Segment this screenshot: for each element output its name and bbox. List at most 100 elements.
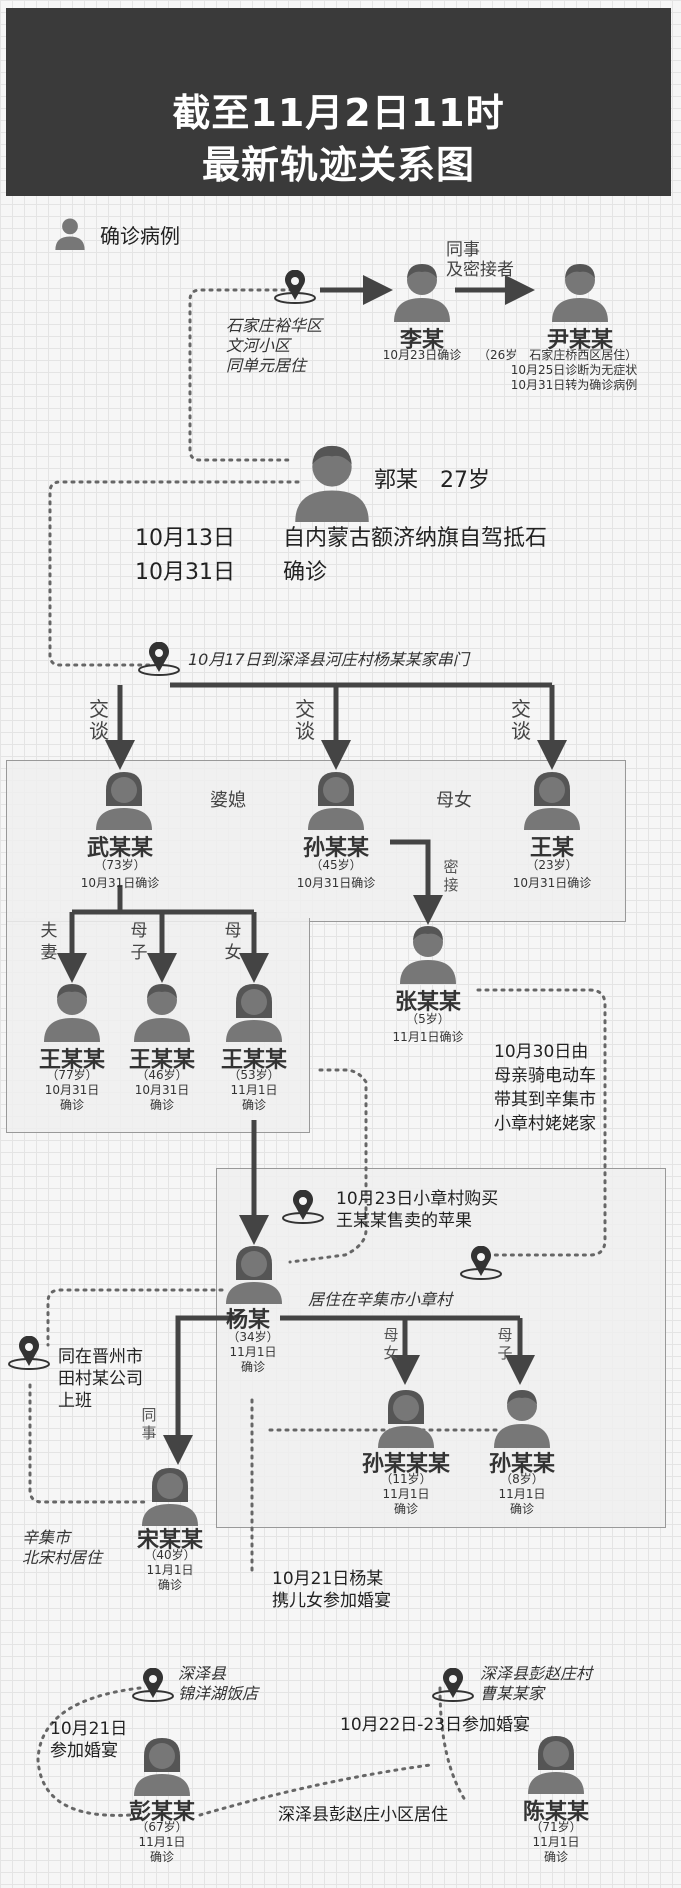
song-name: 宋某某: [136, 1528, 203, 1553]
yin-name: 尹某某: [546, 328, 613, 353]
dotted-wang53-apple: [288, 1068, 368, 1264]
dotted-jinzhou-song: [28, 1383, 150, 1504]
arrow-sun-zhang: [390, 839, 443, 925]
person-icon-male: [552, 264, 608, 322]
sun8-name: 孙某某: [488, 1452, 555, 1477]
wu-info: 10月31日确诊: [80, 876, 160, 890]
guo-line2-text: 确诊: [283, 560, 328, 585]
person-icon-female: [226, 984, 282, 1042]
zhang-name: 张某某: [394, 990, 461, 1015]
wang53-info: （53岁）11月1日确诊: [228, 1068, 280, 1112]
sun-info: 10月31日确诊: [296, 876, 376, 890]
wang77-info: （77岁）10月31日确诊: [44, 1068, 100, 1112]
talk-label: 交谈: [89, 697, 109, 743]
wang1-age: （23岁）: [526, 858, 578, 872]
pengzhao-label: 深泽县彭赵庄小区居住: [278, 1805, 448, 1825]
relation-posi: 婆媳: [210, 790, 246, 811]
wang77-name: 王某某: [38, 1048, 105, 1073]
oct30-note: 10月30日由母亲骑电动车带其到辛集市小章村姥姥家: [494, 1042, 596, 1134]
wedding-note: 10月21日杨某携儿女参加婚宴: [272, 1569, 391, 1611]
dotted-yang-jinzhou: [46, 1288, 224, 1347]
person-icon-male: [494, 1390, 550, 1448]
chen-name: 陈某某: [522, 1800, 589, 1825]
location-pin-icon: [8, 1336, 50, 1370]
chen-info: （71岁）11月1日确诊: [530, 1820, 582, 1864]
dotted-peng-chen: [198, 1763, 432, 1817]
wang46-name: 王某某: [128, 1048, 195, 1073]
wang53-name: 王某某: [220, 1048, 287, 1073]
person-icon-male: [400, 926, 456, 984]
relation-muzi: 母子: [497, 1326, 513, 1362]
attend-oct22: 10月22日-23日参加婚宴: [340, 1715, 531, 1735]
sun8-info: （8岁）11月1日确诊: [498, 1472, 546, 1516]
person-icon-female: [524, 772, 580, 830]
location-shijiazhuang: 石家庄裕华区文河小区同单元居住: [226, 316, 323, 375]
title-line-1: 截至11月2日11时: [172, 91, 505, 135]
location-pin-icon: [432, 1668, 474, 1702]
relation-munv: 母女: [436, 790, 472, 811]
dotted-shijiazhuang: [188, 288, 294, 462]
wang46-info: （46岁）10月31日确诊: [134, 1068, 190, 1112]
person-icon-male: [295, 445, 369, 522]
person-icon-female: [142, 1468, 198, 1526]
guo-name: 郭某 27岁: [374, 468, 490, 493]
attend-oct21: 10月21日参加婚宴: [50, 1719, 128, 1761]
relation-fuqi: 夫妻: [40, 921, 58, 963]
dotted-guo-visit: [48, 480, 300, 667]
talk-label: 交谈: [511, 697, 531, 743]
sun11-info: （11岁）11月1日确诊: [380, 1472, 432, 1516]
header-banner: 截至11月2日11时 最新轨迹关系图: [6, 8, 671, 196]
person-icon-female: [134, 1738, 190, 1796]
sun11-name: 孙某某某: [361, 1452, 450, 1477]
location-pin-icon: [274, 270, 316, 304]
yang-info: （34岁）11月1日确诊: [227, 1330, 279, 1374]
zhang-info: 11月1日确诊: [392, 1030, 464, 1044]
li-name: 李某: [399, 328, 444, 353]
li-info: 10月23日确诊: [382, 348, 462, 362]
guo-line1-text: 自内蒙古额济纳旗自驾抵石: [283, 526, 548, 551]
song-info: （40岁）11月1日确诊: [144, 1548, 196, 1592]
relation-tongshi: 同事: [141, 1406, 157, 1442]
apple-note: 10月23日小章村购买王某某售卖的苹果: [336, 1189, 499, 1231]
beisong-label: 辛集市北宋村居住: [22, 1528, 103, 1567]
relation-munv: 母女: [224, 921, 242, 963]
legend-label: 确诊病例: [100, 224, 180, 248]
location-pin-icon: [282, 1190, 324, 1224]
person-icon-female: [528, 1736, 584, 1794]
location-jinyanghu: 深泽县锦洋湖饭店: [178, 1664, 259, 1703]
wu-age: （73岁）: [94, 858, 146, 872]
guo-line1-date: 10月13日: [135, 526, 235, 551]
peng-name: 彭某某: [128, 1800, 195, 1825]
person-icon-female: [308, 772, 364, 830]
dotted-cao-chen: [438, 1686, 467, 1802]
guo-line2-date: 10月31日: [135, 560, 235, 585]
sun-age: （45岁）: [310, 858, 362, 872]
location-pin-icon: [460, 1246, 502, 1280]
location-pin-icon: [132, 1668, 174, 1702]
relation-close-contact: 密接: [443, 858, 459, 894]
location-pin-icon: [138, 642, 180, 676]
person-icon-male: [44, 984, 100, 1042]
arrow-yang-song: [163, 1315, 238, 1465]
relation-muzi: 母子: [130, 921, 148, 963]
relation-munv: 母女: [383, 1326, 399, 1362]
talk-label: 交谈: [295, 697, 315, 743]
wang1-info: 10月31日确诊: [512, 876, 592, 890]
xinji-home-label: 居住在辛集市小章村: [308, 1290, 453, 1309]
person-icon-female: [226, 1246, 282, 1304]
zhang-age: （5岁）: [406, 1012, 450, 1026]
visit-label: 10月17日到深泽县河庄村杨某某家串门: [188, 650, 469, 669]
dotted-jinyanghu-peng: [36, 1686, 142, 1817]
sun-name: 孙某某: [302, 836, 369, 861]
peng-info: （67岁）11月1日确诊: [136, 1820, 188, 1864]
location-cao: 深泽县彭赵庄村曹某某家: [480, 1664, 593, 1703]
jinzhou-note: 同在晋州市田村某公司上班: [58, 1347, 143, 1411]
person-icon-male: [394, 264, 450, 322]
person-icon-male: [134, 984, 190, 1042]
yang-name: 杨某: [226, 1308, 271, 1333]
person-icon-female: [378, 1390, 434, 1448]
wang1-name: 王某: [529, 836, 574, 861]
wu-name: 武某某: [86, 836, 153, 861]
